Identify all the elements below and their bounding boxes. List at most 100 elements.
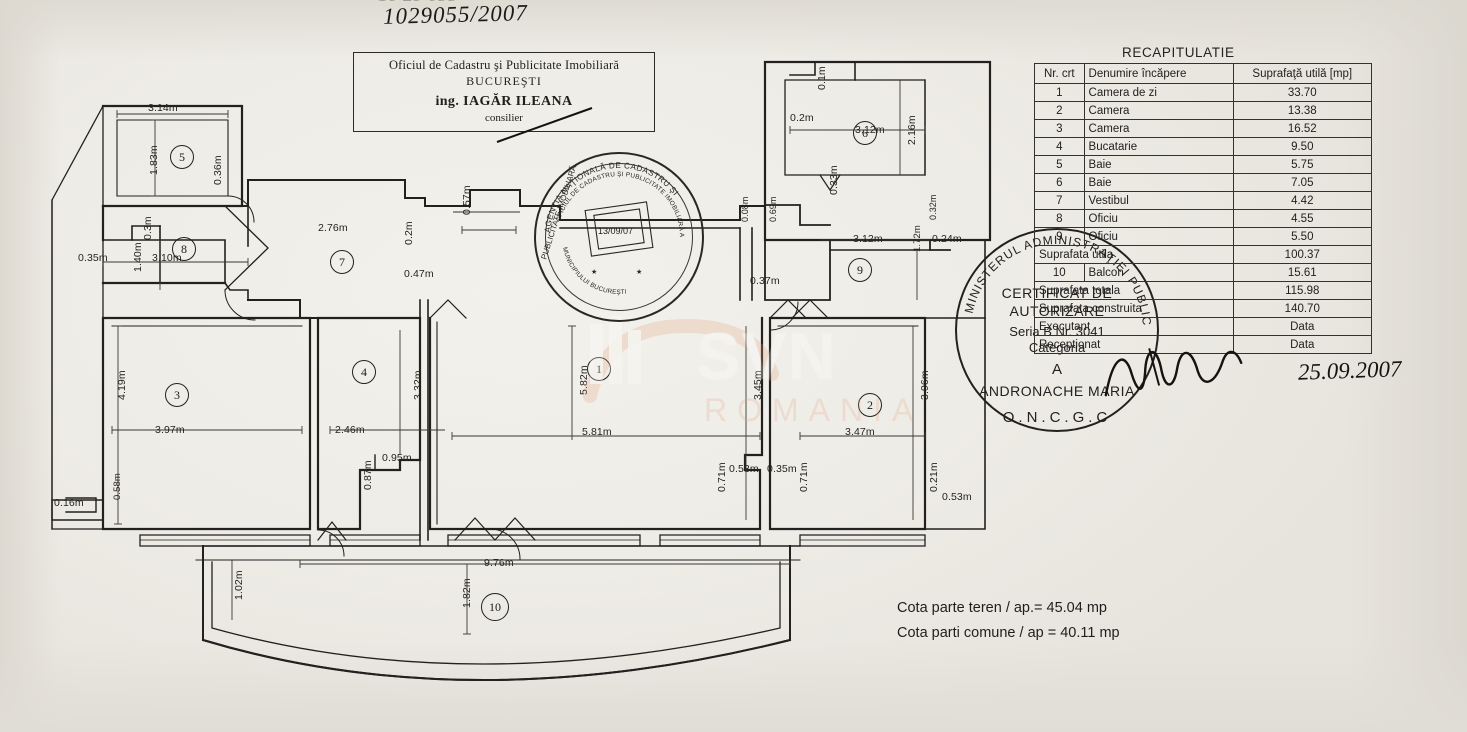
- cell-nr: 10: [1034, 263, 1085, 282]
- room-bubble-8: 8: [172, 237, 196, 261]
- svg-text:★: ★: [636, 268, 642, 276]
- cell-value: 9.50: [1232, 137, 1373, 156]
- cell-value: 4.55: [1232, 209, 1373, 228]
- room-bubble-5: 5: [170, 145, 194, 169]
- cell-name: Camera: [1083, 119, 1234, 138]
- cell-value: 7.05: [1232, 173, 1373, 192]
- cell-nr: 1: [1034, 83, 1085, 102]
- note-line-1: Cota parte teren / ap.= 45.04 mp: [897, 600, 1107, 616]
- svg-text:13/09/07: 13/09/07: [598, 226, 633, 236]
- dim-room6-width: 3.12m: [855, 124, 885, 136]
- col-header-name: Denumire încăpere: [1083, 63, 1234, 84]
- cell-label: Suprafata utila: [1034, 245, 1234, 264]
- scan-shadow-left: [0, 0, 60, 732]
- room-bubble-6: 6: [853, 121, 877, 145]
- office-stamp-box: Oficiul de Cadastru şi Publicitate Imobi…: [353, 52, 655, 132]
- cell-name: Oficiu: [1083, 227, 1234, 246]
- watermark-swoosh: [583, 316, 779, 403]
- cell-value: 15.61: [1232, 263, 1373, 282]
- table-header-row: Nr. crt Denumire încăpere Suprafaţă util…: [1034, 63, 1373, 84]
- bottom-notes: Cota parte teren / ap.= 45.04 mp Cota pa…: [897, 596, 1120, 646]
- recapitulation-table: Nr. crt Denumire încăpere Suprafaţă util…: [1034, 63, 1373, 354]
- cell-nr: 6: [1034, 173, 1085, 192]
- svg-text:O.N.C.G.C: O.N.C.G.C: [1003, 409, 1112, 426]
- dim-room1-width: 5.81m: [582, 426, 612, 438]
- dim-room9-c: 0.37m: [750, 275, 780, 287]
- svg-text:PUBLICITATE IMOBILIARĂ: PUBLICITATE IMOBILIARĂ: [539, 164, 578, 261]
- cell-value: 5.75: [1232, 155, 1373, 174]
- cell-footer-value: Data: [1232, 317, 1373, 336]
- cell-value: 16.52: [1232, 119, 1373, 138]
- signature-scribble: [1104, 348, 1243, 397]
- cell-nr: 4: [1034, 137, 1085, 156]
- dim-room9-width: 3.12m: [853, 233, 883, 245]
- watermark-subtitle: ROMANIA: [704, 392, 924, 428]
- cadastre-round-seal: AGENŢIA NAŢIONALĂ DE CADASTRU ŞI OFICIUL…: [534, 152, 704, 322]
- cell-nr: 5: [1034, 155, 1085, 174]
- dim-room9-e: 0.24m: [932, 233, 962, 245]
- cell-nr: 3: [1034, 119, 1085, 138]
- dim-room10-width: 9.76m: [484, 557, 514, 569]
- dim-room5-width: 3.14m: [148, 102, 178, 114]
- cell-value: 140.70: [1232, 299, 1373, 318]
- svn-watermark: SVN ROMANIA: [576, 296, 936, 446]
- cell-name: Vestibul: [1083, 191, 1234, 210]
- cell-value: 13.38: [1232, 101, 1373, 120]
- dim-room1-b: 0.35m: [767, 463, 797, 475]
- cell-value: 5.50: [1232, 227, 1373, 246]
- room-bubble-3: 3: [165, 383, 189, 407]
- room-bubble-10: 10: [481, 593, 509, 621]
- dim-room8-width: 3.10m: [152, 252, 182, 264]
- cell-nr: 2: [1034, 101, 1085, 120]
- cell-name: Camera de zi: [1083, 83, 1234, 102]
- cell-label: Suprafata construita: [1034, 299, 1234, 318]
- office-stamp-line4: consilier: [485, 112, 523, 124]
- dim-room6-b: 0.2m: [790, 112, 814, 124]
- dim-room7-width: 2.76m: [318, 222, 348, 234]
- dim-room8-a: 0.35m: [78, 252, 108, 264]
- cell-footer-value: Data: [1232, 335, 1373, 354]
- cell-nr: 9: [1034, 227, 1085, 246]
- office-stamp-line1: Oficiul de Cadastru şi Publicitate Imobi…: [388, 58, 620, 72]
- dim-room4-a: 0.95m: [382, 452, 412, 464]
- dim-room4-width: 2.46m: [335, 424, 365, 436]
- dim-room2-width: 3.47m: [845, 426, 875, 438]
- room-bubble-1: 1: [587, 357, 611, 381]
- cell-value: 4.42: [1232, 191, 1373, 210]
- room-bubble-7: 7: [330, 250, 354, 274]
- col-header-value: Suprafaţă utilă [mp]: [1232, 63, 1373, 84]
- room-bubble-9: 9: [848, 258, 872, 282]
- svg-text:ANDRONACHE MARIA: ANDRONACHE MARIA: [979, 383, 1135, 399]
- office-stamp-line3: ing. IAGĂR ILEANA: [435, 94, 573, 109]
- scan-shadow-bottom: [0, 642, 1467, 732]
- recap-title: RECAPITULATIE: [1122, 45, 1235, 60]
- cell-name: Bucatarie: [1083, 137, 1234, 156]
- cell-nr: 7: [1034, 191, 1085, 210]
- dim-room3-a: 0.16m: [54, 497, 84, 509]
- office-stamp-line2: BUCUREŞTI: [466, 74, 542, 88]
- room-bubble-2: 2: [858, 393, 882, 417]
- svg-text:A: A: [1052, 361, 1062, 378]
- cell-name: Camera: [1083, 101, 1234, 120]
- dim-room1-a: 0.53m: [729, 463, 759, 475]
- cell-nr: 8: [1034, 209, 1085, 228]
- room-bubble-4: 4: [352, 360, 376, 384]
- svg-text:★: ★: [591, 268, 597, 276]
- cell-label: Suprafata totala: [1034, 281, 1234, 300]
- handwritten-date: 25.09.2007: [1297, 356, 1402, 385]
- dim-room3-width: 3.97m: [155, 424, 185, 436]
- cell-footer-label: Receptionat: [1034, 335, 1234, 354]
